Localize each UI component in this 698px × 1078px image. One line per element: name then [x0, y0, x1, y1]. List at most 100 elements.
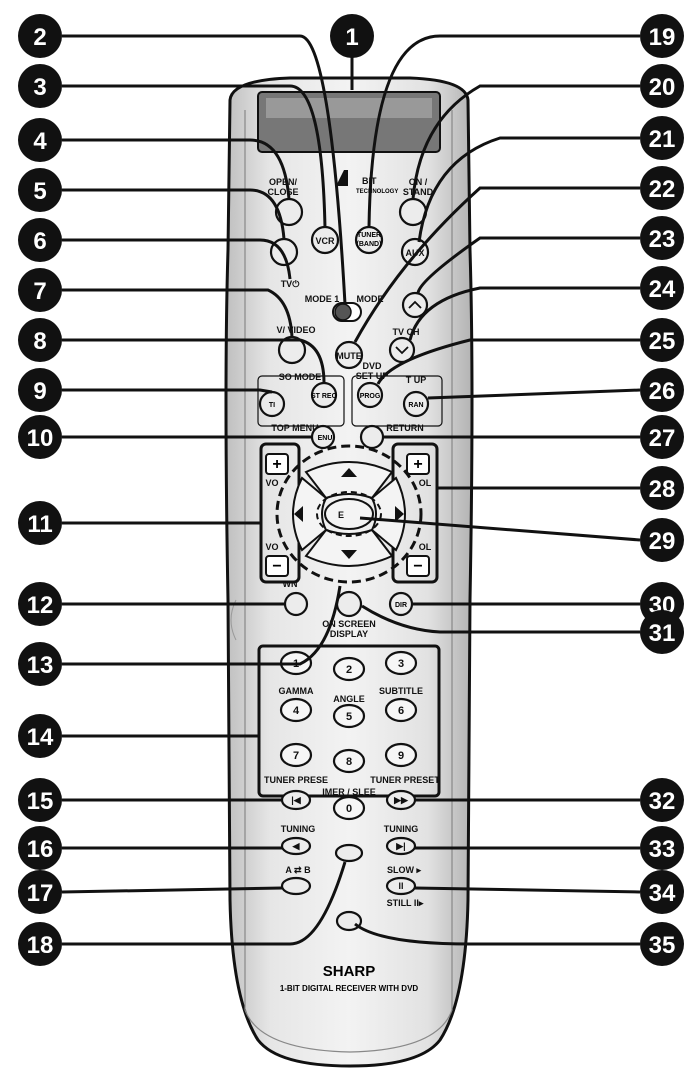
key-5-button[interactable]: 5 [332, 703, 366, 729]
callout-number: 25 [649, 328, 676, 355]
callout-disc [18, 218, 62, 262]
callout-disc [640, 922, 684, 966]
key-label: 3 [398, 658, 404, 670]
cursor-down-button[interactable] [304, 528, 394, 567]
key-4-button[interactable]: 4 [279, 697, 313, 723]
return-button[interactable] [359, 424, 385, 450]
repeat-ab-button[interactable] [280, 876, 312, 896]
mode-switch-knob[interactable] [334, 303, 352, 321]
tuning-left-label: TUNING [281, 824, 316, 834]
tuner-band-button[interactable] [354, 225, 384, 255]
callout-disc [640, 64, 684, 108]
tv-power-label: TV⏻ [281, 279, 301, 289]
channel-down-button[interactable] [406, 555, 430, 577]
on-screen-display-button[interactable] [335, 590, 363, 618]
callout-29: 29 [640, 518, 684, 562]
callout-disc [640, 778, 684, 822]
key-label: 6 [398, 705, 404, 717]
key-6-button[interactable]: 6 [384, 697, 418, 723]
down-label: WN [283, 579, 298, 589]
callout-disc [640, 318, 684, 362]
key-0-button[interactable]: 0 [332, 795, 366, 821]
callout-32: 32 [640, 778, 684, 822]
callout-31: 31 [640, 610, 684, 654]
callout-disc [18, 826, 62, 870]
key-shape[interactable] [332, 795, 366, 821]
volume-down-button[interactable] [265, 555, 289, 577]
random-button[interactable] [402, 390, 430, 418]
callout-15: 15 [18, 778, 62, 822]
key-shape[interactable] [384, 742, 418, 768]
key-shape[interactable] [279, 742, 313, 768]
stop-button[interactable] [334, 843, 364, 863]
callout-disc [18, 778, 62, 822]
set-up-label: T UP [406, 375, 427, 385]
key-9-button[interactable]: 9 [384, 742, 418, 768]
callout-14: 14 [18, 714, 62, 758]
cursor-left-button[interactable] [292, 476, 328, 552]
key-shape[interactable] [332, 748, 366, 774]
callout-number: 8 [33, 328, 46, 355]
key-shape[interactable] [384, 697, 418, 723]
callout-disc [18, 64, 62, 108]
key-2-button[interactable]: 2 [332, 656, 366, 682]
minus-icon: − [272, 558, 281, 575]
cursor-right-button[interactable] [370, 476, 406, 552]
key-shape[interactable] [332, 703, 366, 729]
program-button[interactable] [356, 381, 384, 409]
callout-disc [640, 266, 684, 310]
callout-markers: 1234567891011121314151617181920212223242… [18, 14, 684, 966]
callout-4: 4 [18, 118, 62, 162]
callout-disc [640, 610, 684, 654]
callout-disc [18, 870, 62, 914]
tuning-down-button[interactable] [280, 836, 312, 856]
on-stand-label: ON / [409, 177, 428, 187]
enter-ring [316, 491, 382, 537]
pause-button[interactable] [385, 876, 417, 896]
callout-number: 24 [649, 276, 676, 303]
still-label: STILL II▸ [387, 898, 424, 908]
key-label: 8 [346, 756, 352, 768]
channel-up-button[interactable] [406, 453, 430, 475]
callout-disc [18, 268, 62, 312]
tuner-preset-right-label: TUNER PRESET [370, 775, 440, 785]
callout-number: 27 [649, 425, 676, 452]
key-label: 0 [346, 803, 352, 815]
key-3-button[interactable]: 3 [384, 650, 418, 676]
key-shape[interactable] [332, 656, 366, 682]
plus-icon: + [272, 456, 281, 473]
leader-lines [61, 34, 641, 946]
enter-button[interactable] [324, 498, 374, 530]
chevron-down-icon [395, 346, 409, 355]
tuning-right-label: TUNING [384, 824, 419, 834]
callout-20: 20 [640, 64, 684, 108]
callout-16: 16 [18, 826, 62, 870]
enter-label: E [338, 510, 344, 520]
key-shape[interactable] [384, 650, 418, 676]
callout-disc [18, 368, 62, 412]
tuning-up-button[interactable] [385, 836, 417, 856]
brand-logo: SHARP [323, 963, 376, 980]
callout-number: 29 [649, 528, 676, 555]
key-7-button[interactable]: 7 [279, 742, 313, 768]
mute-button[interactable] [334, 340, 364, 370]
left-sub-button[interactable] [283, 591, 309, 617]
key-8-button[interactable]: 8 [332, 748, 366, 774]
tuner-preset-left-label: TUNER PRESE [264, 775, 328, 785]
callout-number: 10 [27, 425, 54, 452]
cursor-up-button[interactable] [304, 461, 394, 500]
volume-up-button[interactable] [265, 453, 289, 475]
skip-back-icon: |◀ [291, 795, 302, 805]
vol-right-top-label: OL [419, 478, 432, 488]
callout-disc [18, 118, 62, 162]
callout-disc [18, 922, 62, 966]
callout-3: 3 [18, 64, 62, 108]
open-close-label-2: CLOSE [267, 187, 298, 197]
key-shape[interactable] [279, 697, 313, 723]
callout-8: 8 [18, 318, 62, 362]
display-label: DISPLAY [330, 629, 368, 639]
key-label: 9 [398, 750, 404, 762]
callout-disc [18, 318, 62, 362]
tv-ch-up-button[interactable] [401, 291, 429, 319]
